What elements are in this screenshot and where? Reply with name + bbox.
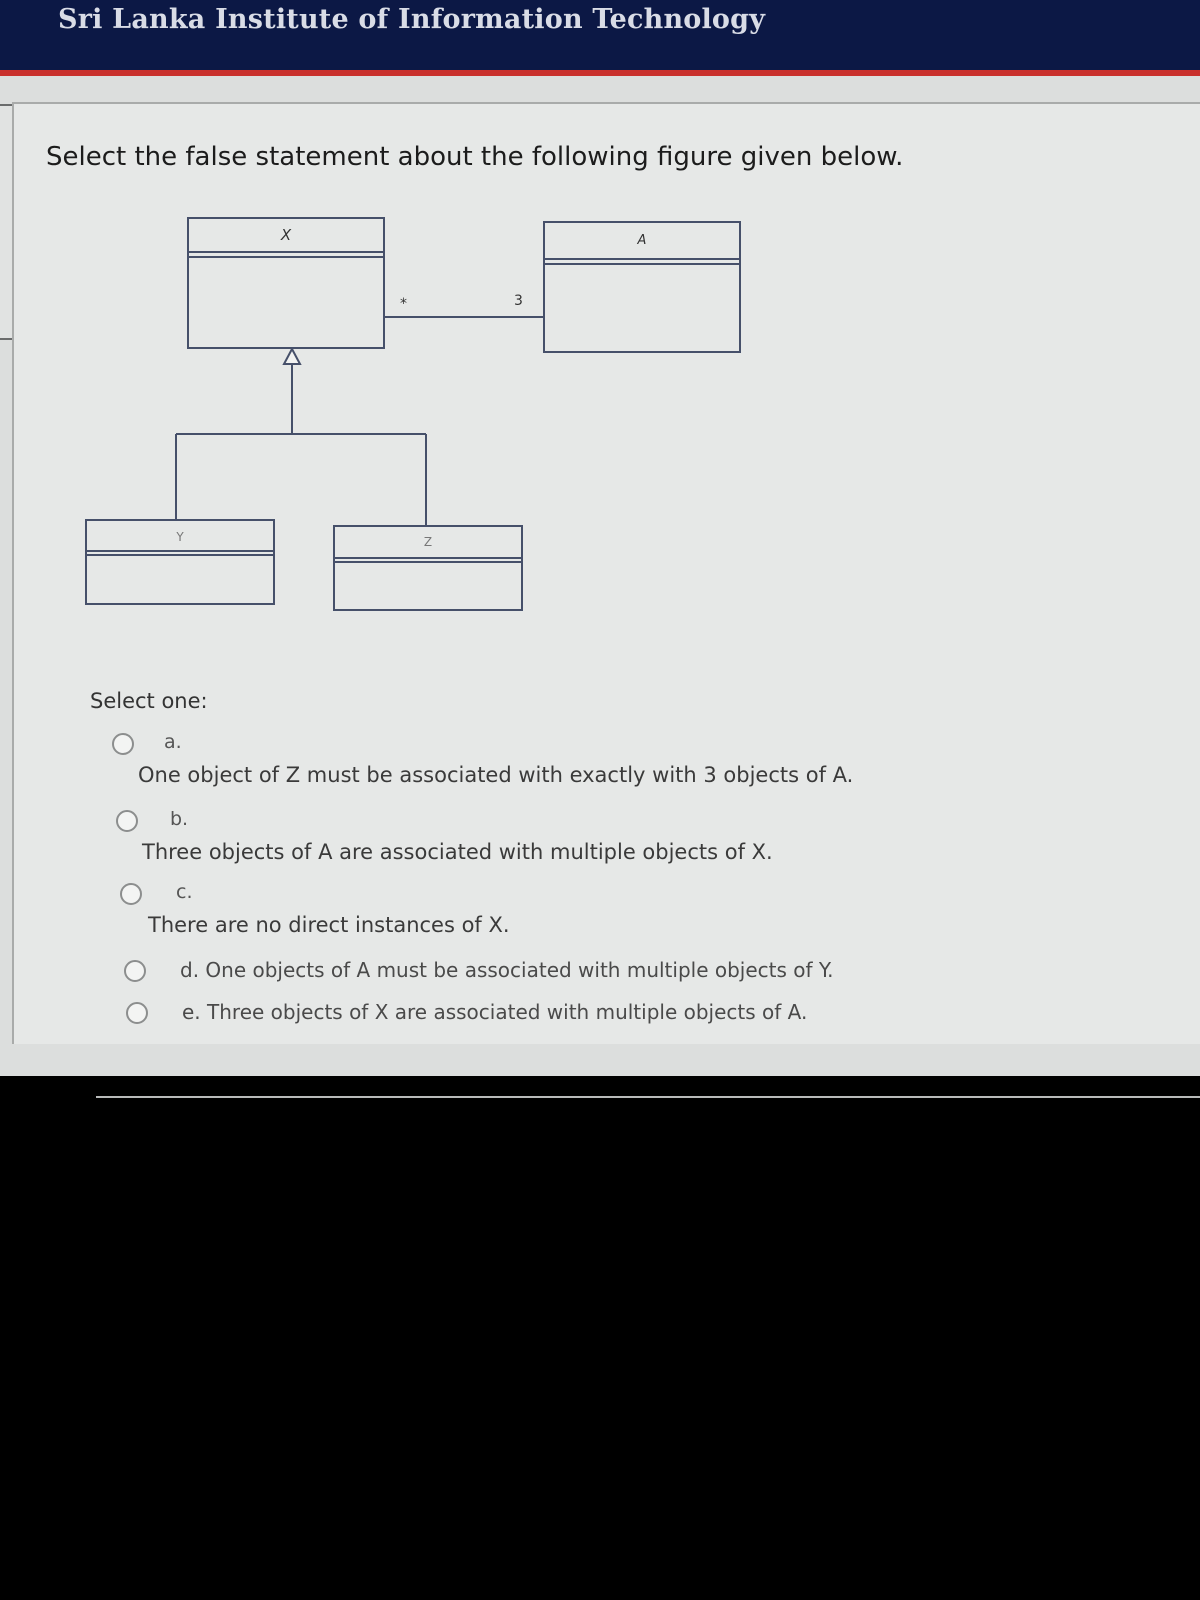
class-z: Z xyxy=(333,525,523,611)
option-b-letter: b. xyxy=(170,808,189,830)
multiplicity-x-side: * xyxy=(400,296,407,312)
generalization-arrowhead xyxy=(282,346,302,365)
class-y-name: Y xyxy=(175,530,184,544)
option-c[interactable]: c. There are no direct instances of X. xyxy=(112,879,912,949)
class-x-name: X xyxy=(280,226,292,244)
question-text: Select the false statement about the fol… xyxy=(46,142,904,172)
class-x: X xyxy=(187,217,385,349)
class-a: A xyxy=(543,221,741,353)
option-b-text: Three objects of A are associated with m… xyxy=(142,840,773,864)
uml-class-diagram: X A * 3 Y xyxy=(85,217,741,611)
option-d-radio[interactable] xyxy=(124,960,146,982)
site-header: Sri Lanka Institute of Information Techn… xyxy=(0,0,1200,76)
option-a[interactable]: a. One object of Z must be associated wi… xyxy=(104,729,904,799)
card-bottom-divider xyxy=(96,1096,1200,1098)
option-e[interactable]: e. Three objects of X are associated wit… xyxy=(118,998,918,1030)
select-one-label: Select one: xyxy=(90,689,208,713)
option-a-letter: a. xyxy=(164,731,182,753)
question-card: Select the false statement about the fol… xyxy=(12,102,1200,1044)
option-c-letter: c. xyxy=(176,881,193,903)
class-z-name: Z xyxy=(424,535,432,549)
option-c-text: There are no direct instances of X. xyxy=(148,913,510,937)
option-e-radio[interactable] xyxy=(126,1002,148,1024)
option-e-text: e. Three objects of X are associated wit… xyxy=(182,1000,808,1024)
option-b-radio[interactable] xyxy=(116,810,138,832)
option-d-text: d. One objects of A must be associated w… xyxy=(180,958,834,982)
main-content: Select the false statement about the fol… xyxy=(0,76,1200,1098)
multiplicity-a-side: 3 xyxy=(514,293,523,309)
option-c-radio[interactable] xyxy=(120,883,142,905)
option-a-text: One object of Z must be associated with … xyxy=(138,763,854,787)
site-title[interactable]: Sri Lanka Institute of Information Techn… xyxy=(58,4,766,35)
option-a-radio[interactable] xyxy=(112,733,134,755)
class-a-name: A xyxy=(637,233,647,248)
class-y: Y xyxy=(85,519,275,605)
option-d[interactable]: d. One objects of A must be associated w… xyxy=(116,956,916,988)
option-b[interactable]: b. Three objects of A are associated wit… xyxy=(108,806,908,876)
